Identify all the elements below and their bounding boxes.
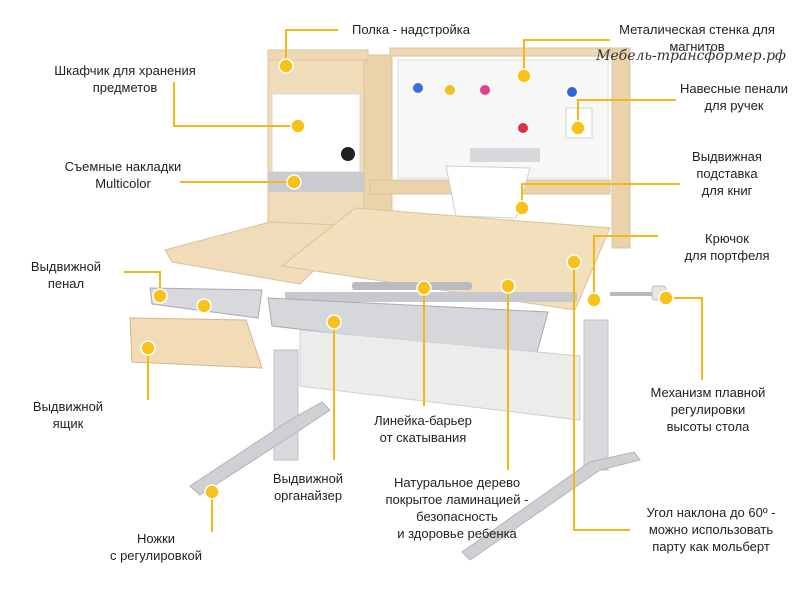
left-leg: [189, 349, 331, 496]
book-stand-top: [470, 148, 540, 162]
callout-tilt-line3: парту как мольберт: [652, 539, 770, 554]
callout-wood-line1: Натуральное дерево: [393, 475, 521, 490]
right-leg: [461, 319, 641, 561]
callout-wood: Натуральное дерево покрытое ламинацией -…: [362, 474, 552, 542]
callout-wood-line4: и здоровье ребенка: [397, 526, 517, 541]
callout-cabinet-line1: Шкафчик для хранения: [54, 63, 196, 78]
callout-tilt: Угол наклона до 60º - можно использовать…: [628, 504, 794, 555]
callout-book-stand-line3: для книг: [701, 183, 753, 198]
callout-pencil-cases-line1: Навесные пенали: [680, 81, 788, 96]
callout-tilt-line1: Угол наклона до 60º -: [646, 505, 776, 520]
magnets: [413, 83, 577, 133]
callout-drawer-box-line1: Выдвижной: [32, 399, 104, 414]
callout-shelf: Полка - надстройка: [352, 21, 470, 38]
callout-book-stand-line1: Выдвижная: [692, 149, 762, 164]
callout-book-stand: Выдвижная подставка для книг: [672, 148, 782, 199]
callout-organizer: Выдвижной органайзер: [258, 470, 358, 504]
callout-metal-wall-text: Металическая стенка для магнитов: [619, 22, 775, 54]
callout-legs-line1: Ножки: [136, 531, 176, 546]
callout-book-stand-line2: подставка: [696, 166, 758, 181]
callout-drawer-pencil-line1: Выдвижной: [30, 259, 102, 274]
callout-legs: Ножки с регулировкой: [96, 530, 216, 564]
callout-overlays-line1: Съемные накладки: [64, 159, 182, 174]
callout-ruler: Линейка-барьер от скатывания: [358, 412, 488, 446]
callout-hook: Крючок для портфеля: [672, 230, 782, 264]
ruler-barrier: [352, 282, 472, 290]
callout-overlays: Съемные накладки Multicolor: [58, 158, 188, 192]
callout-drawer-box-line2: ящик: [52, 416, 84, 431]
callout-drawer-pencil: Выдвижной пенал: [18, 258, 114, 292]
callout-mechanism-line3: высоты стола: [666, 419, 750, 434]
callout-ruler-line2: от скатывания: [379, 430, 467, 445]
callout-hook-line2: для портфеля: [684, 248, 770, 263]
callout-mechanism-line1: Механизм плавной: [650, 385, 766, 400]
callout-hook-line1: Крючок: [705, 231, 749, 246]
callout-metal-wall: Металическая стенка для магнитов: [612, 21, 782, 55]
callout-cabinet: Шкафчик для хранения предметов: [30, 62, 220, 96]
callout-pencil-cases-line2: для ручек: [704, 98, 764, 113]
callout-ruler-line1: Линейка-барьер: [374, 413, 472, 428]
callout-pencil-cases: Навесные пенали для ручек: [674, 80, 794, 114]
callout-legs-line2: с регулировкой: [109, 548, 203, 563]
mesh-panel: [299, 329, 581, 421]
callout-drawer-pencil-line2: пенал: [47, 276, 85, 291]
callout-organizer-line2: органайзер: [273, 488, 343, 503]
callout-cabinet-line2: предметов: [92, 80, 158, 95]
callout-shelf-text: Полка - надстройка: [352, 22, 471, 37]
callout-mechanism: Механизм плавной регулировки высоты стол…: [628, 384, 788, 435]
callout-overlays-line2: Multicolor: [95, 176, 151, 191]
desk-edge: [285, 292, 577, 302]
paw-print-icon: [341, 147, 355, 161]
callout-mechanism-line2: регулировки: [670, 402, 746, 417]
book-stand: [445, 165, 531, 219]
leader-lines: [124, 29, 703, 532]
callout-tilt-line2: можно использовать: [648, 522, 774, 537]
callout-wood-line3: безопасность: [416, 509, 498, 524]
callout-organizer-line1: Выдвижной: [272, 471, 344, 486]
callout-drawer-box: Выдвижной ящик: [20, 398, 116, 432]
drawer-box: [129, 317, 263, 369]
watermark: Мебель-трансформер.рф: [596, 48, 786, 64]
callout-dots: [140, 58, 674, 500]
callout-wood-line2: покрытое ламинацией -: [385, 492, 529, 507]
